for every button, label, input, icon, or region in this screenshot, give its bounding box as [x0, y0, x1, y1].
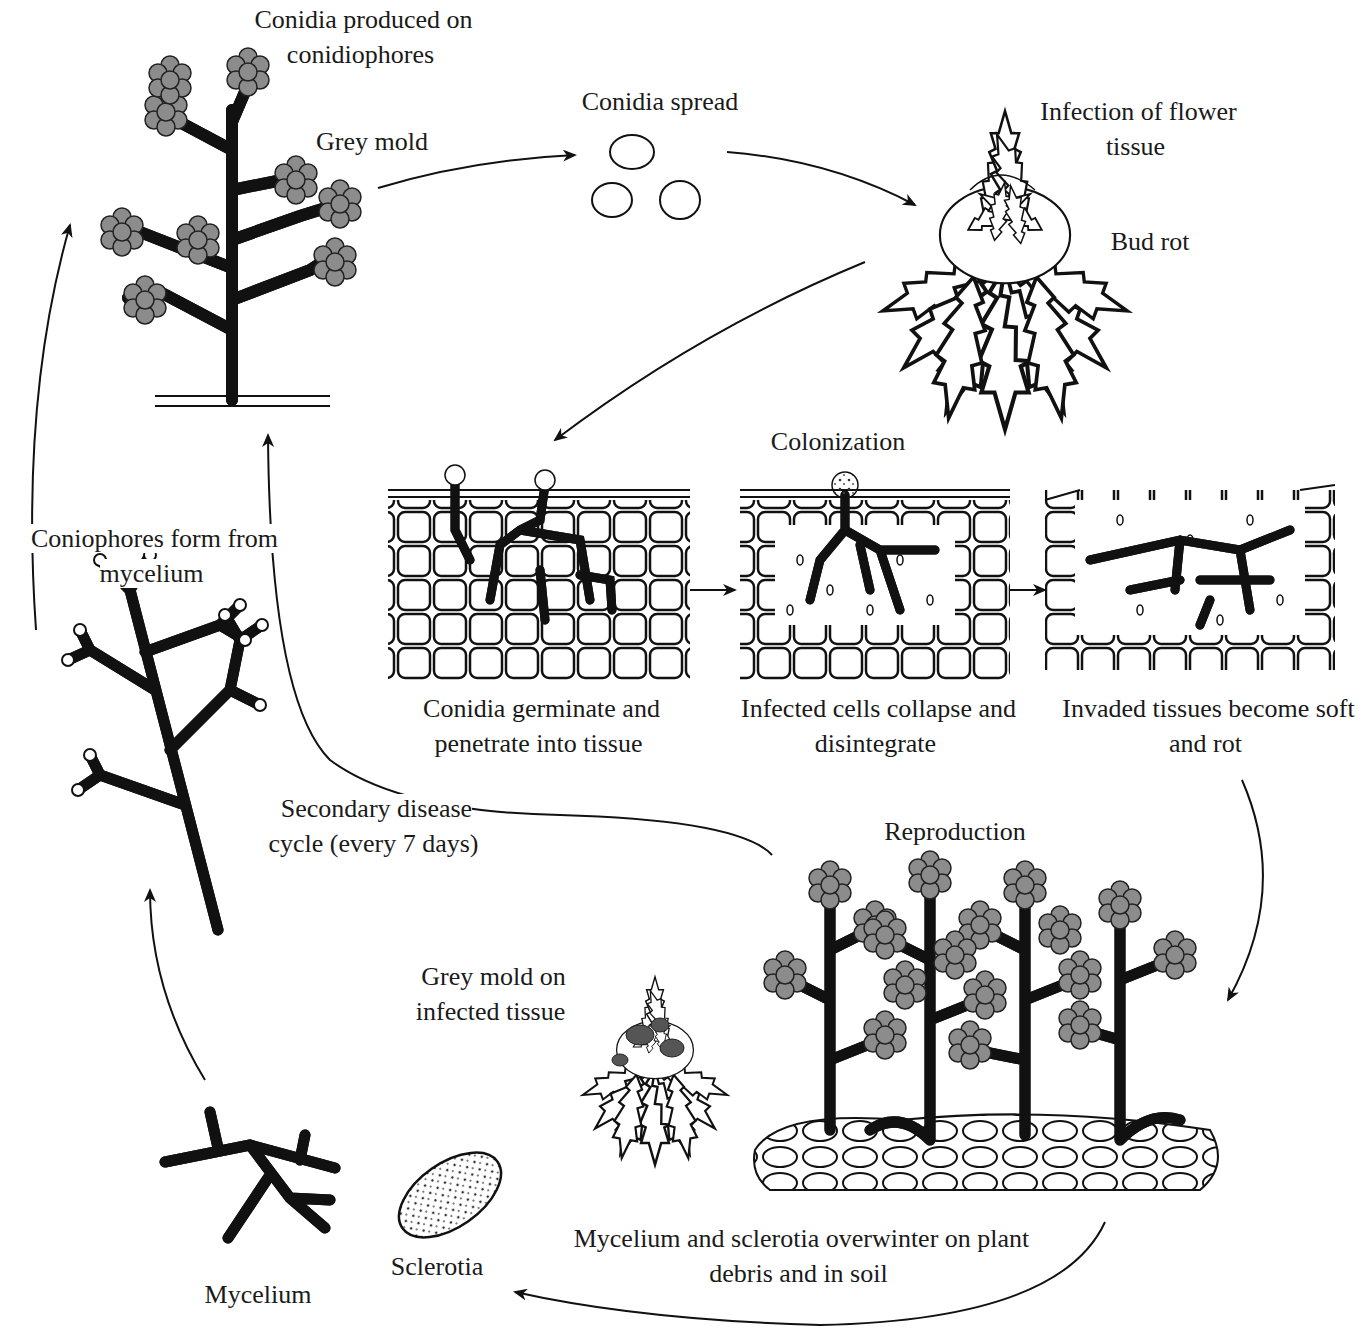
label-text: Infection of flower tissue: [1037, 97, 1236, 161]
label-text: Mycelium and sclerotia overwinter on pla…: [571, 1224, 1030, 1288]
label-text: Sclerotia: [388, 1252, 486, 1281]
label-text: Conidia germinate and penetrate into tis…: [420, 694, 660, 758]
label-text: Conidia spread: [579, 87, 742, 116]
stage-label: Coniophores form from mycelium: [22, 521, 284, 591]
stage-label: Conidia produced on conidiophores: [227, 2, 497, 72]
stage-label: Infected cells collapse and disintegrate: [717, 691, 1037, 761]
stage-label: Conidia spread: [550, 84, 770, 119]
label-text: Grey mold on infected tissue: [416, 962, 568, 1026]
label-text: Reproduction: [881, 817, 1029, 846]
stage-label: Mycelium: [183, 1277, 333, 1312]
stage-label: Conidia germinate and penetrate into tis…: [375, 691, 705, 761]
stage-label: Reproduction: [860, 814, 1050, 849]
stage-label: Colonization: [743, 424, 933, 459]
label-text: Bud rot: [1108, 227, 1193, 256]
label-text: Invaded tissues become soft and rot: [1059, 694, 1354, 758]
stage-label: Invaded tissues become soft and rot: [1057, 691, 1357, 761]
label-text: Colonization: [768, 427, 908, 456]
stage-label: Sclerotia: [367, 1249, 507, 1284]
stage-label: Secondary disease cycle (every 7 days): [265, 791, 485, 861]
stage-label: Grey mold on infected tissue: [392, 959, 592, 1029]
label-text: Conidia produced on conidiophores: [251, 5, 472, 69]
label-text: Secondary disease cycle (every 7 days): [268, 794, 481, 858]
stage-label: Mycelium and sclerotia overwinter on pla…: [565, 1221, 1035, 1291]
label-text: Coniophores form from mycelium: [28, 524, 278, 588]
stage-label: Bud rot: [1085, 224, 1215, 259]
stage-label: Infection of flower tissue: [1037, 94, 1237, 164]
stage-label: Grey mold: [297, 124, 447, 159]
label-text: Infected cells collapse and disintegrate: [738, 694, 1016, 758]
label-text: Grey mold: [313, 127, 431, 156]
label-text: Mycelium: [202, 1280, 315, 1309]
